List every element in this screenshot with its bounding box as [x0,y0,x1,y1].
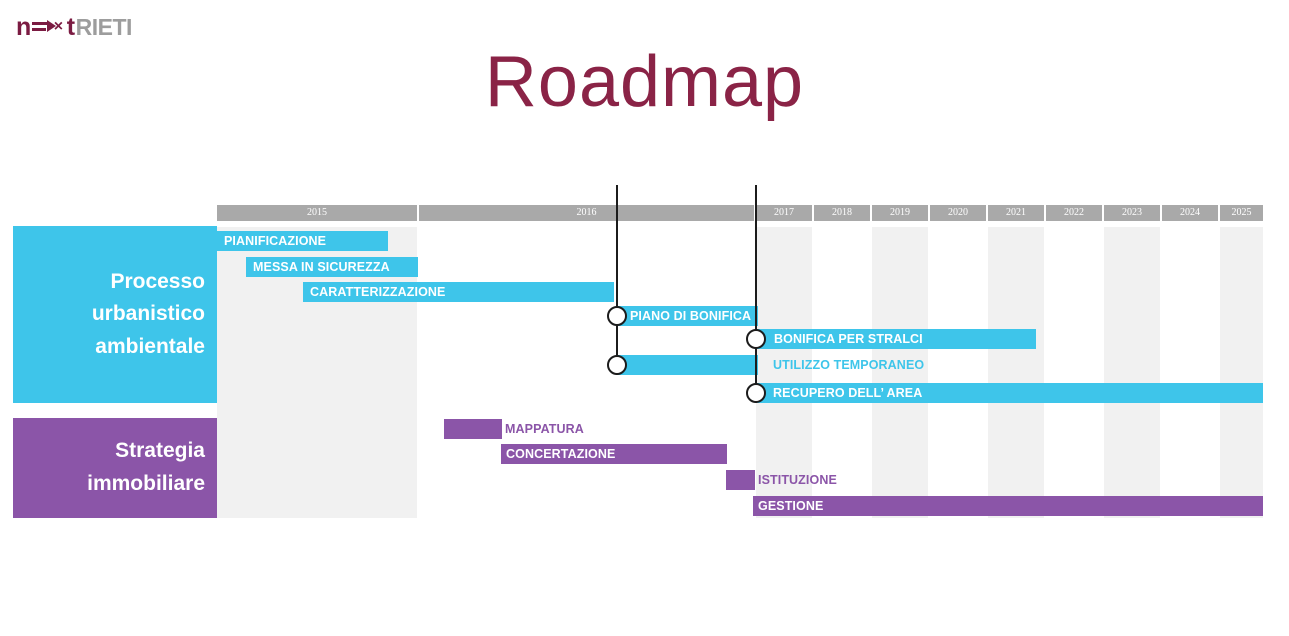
connector-2017 [755,185,757,403]
connector-2016 [616,185,618,375]
task-label-messa-in-sicurezza: MESSA IN SICUREZZA [253,260,390,274]
year-column-stripe [1104,227,1160,518]
task-bar-mappatura[interactable] [444,419,502,439]
year-header-2019[interactable]: 2019 [872,205,928,221]
category-block-processo-urbanistico-ambientale[interactable]: Processo urbanistico ambientale [13,226,217,403]
task-label-utilizzo-temporaneo: UTILIZZO TEMPORANEO [773,358,925,372]
year-header-2025[interactable]: 2025 [1220,205,1263,221]
year-column-stripe [756,227,812,518]
logo-letter-t: t [66,12,75,41]
task-bar-recupero-dell-area[interactable] [756,383,1263,403]
task-label-concertazione: CONCERTAZIONE [506,447,616,461]
year-column-stripe [872,227,928,518]
task-bar-caratterizzazione[interactable] [303,282,614,302]
year-header-2022[interactable]: 2022 [1046,205,1102,221]
category-label-line: ambientale [95,334,205,358]
nextrieti-logo: n × t RIETI [16,14,132,40]
year-column-stripe [988,227,1044,518]
task-label-pianificazione: PIANIFICAZIONE [224,234,327,248]
year-header-2016[interactable]: 2016 [419,205,754,221]
task-bar-pianificazione[interactable] [217,231,388,251]
task-label-bonifica-per-stralci: BONIFICA PER STRALCI [774,332,923,346]
task-bar-istituzione[interactable] [726,470,755,490]
task-label-istituzione: ISTITUZIONE [758,473,837,487]
milestone-recupero-dell-area[interactable] [746,383,766,403]
task-bar-utilizzo-temporaneo[interactable] [616,355,758,375]
task-label-piano-di-bonifica: PIANO DI BONIFICA [630,309,752,323]
task-label-mappatura: MAPPATURA [505,422,584,436]
page-title: Roadmap [484,42,805,122]
task-label-caratterizzazione: CARATTERIZZAZIONE [310,285,446,299]
year-header-2024[interactable]: 2024 [1162,205,1218,221]
task-bar-bonifica-per-stralci[interactable] [756,329,1036,349]
year-column-stripe [1220,227,1263,518]
year-header-2018[interactable]: 2018 [814,205,870,221]
category-block-strategia-immobiliare[interactable]: Strategia immobiliare [13,418,217,518]
task-bar-gestione[interactable] [753,496,1263,516]
task-label-gestione: GESTIONE [758,499,824,513]
year-header-2015[interactable]: 2015 [217,205,417,221]
logo-word-rieti: RIETI [75,13,133,40]
logo-letter-n: n [16,12,31,41]
category-label-line: urbanistico [91,302,205,326]
milestone-utilizzo-temporaneo[interactable] [607,355,627,375]
year-header-2021[interactable]: 2021 [988,205,1044,221]
task-bar-piano-di-bonifica[interactable] [616,306,758,326]
milestone-bonifica-per-stralci[interactable] [746,329,766,349]
year-header-2023[interactable]: 2023 [1104,205,1160,221]
milestone-piano-di-bonifica[interactable] [607,306,627,326]
year-header-2020[interactable]: 2020 [930,205,986,221]
category-label-line: immobiliare [87,472,205,495]
year-header-2017[interactable]: 2017 [756,205,812,221]
task-label-recupero-dell-area: RECUPERO DELL’ AREA [773,386,923,400]
task-bar-messa-in-sicurezza[interactable] [246,257,418,277]
category-label-line: Processo [110,269,205,293]
task-bar-concertazione[interactable] [501,444,727,464]
logo-x-glyph: × [53,18,63,35]
logo-arrow-mark: × [31,17,66,37]
category-label-line: Strategia [115,439,205,463]
